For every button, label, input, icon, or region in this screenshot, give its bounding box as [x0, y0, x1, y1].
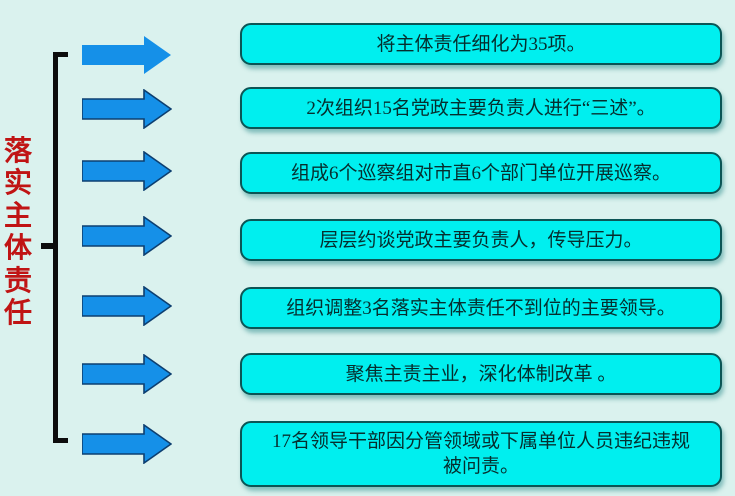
right-arrow-icon — [82, 424, 172, 464]
flow-box-item: 将主体责任细化为35项。 — [240, 23, 722, 65]
right-arrow-icon — [82, 151, 172, 191]
right-arrow-icon — [82, 36, 171, 74]
bracket-top-tick — [53, 52, 68, 57]
bracket-middle-tick — [41, 243, 56, 249]
flow-box-item: 层层约谈党政主要负责人，传导压力。 — [240, 219, 722, 261]
flow-box-item: 组成6个巡察组对市直6个部门单位开展巡察。 — [240, 152, 722, 194]
right-arrow-icon — [82, 216, 172, 256]
flow-box-item: 2次组织15名党政主要负责人进行“三述”。 — [240, 87, 722, 129]
right-arrow-icon — [82, 286, 172, 326]
flow-box-item: 组织调整3名落实主体责任不到位的主要领导。 — [240, 287, 722, 329]
bracket-bottom-tick — [53, 438, 68, 443]
right-arrow-icon — [82, 89, 172, 129]
flow-box-item: 17名领导干部因分管领域或下属单位人员违纪违规被问责。 — [240, 421, 722, 487]
flow-box-item: 聚焦主责主业，深化体制改革 。 — [240, 353, 722, 395]
right-arrow-icon — [82, 354, 172, 394]
side-label-vertical-text: 落实主体责任 — [3, 136, 32, 330]
